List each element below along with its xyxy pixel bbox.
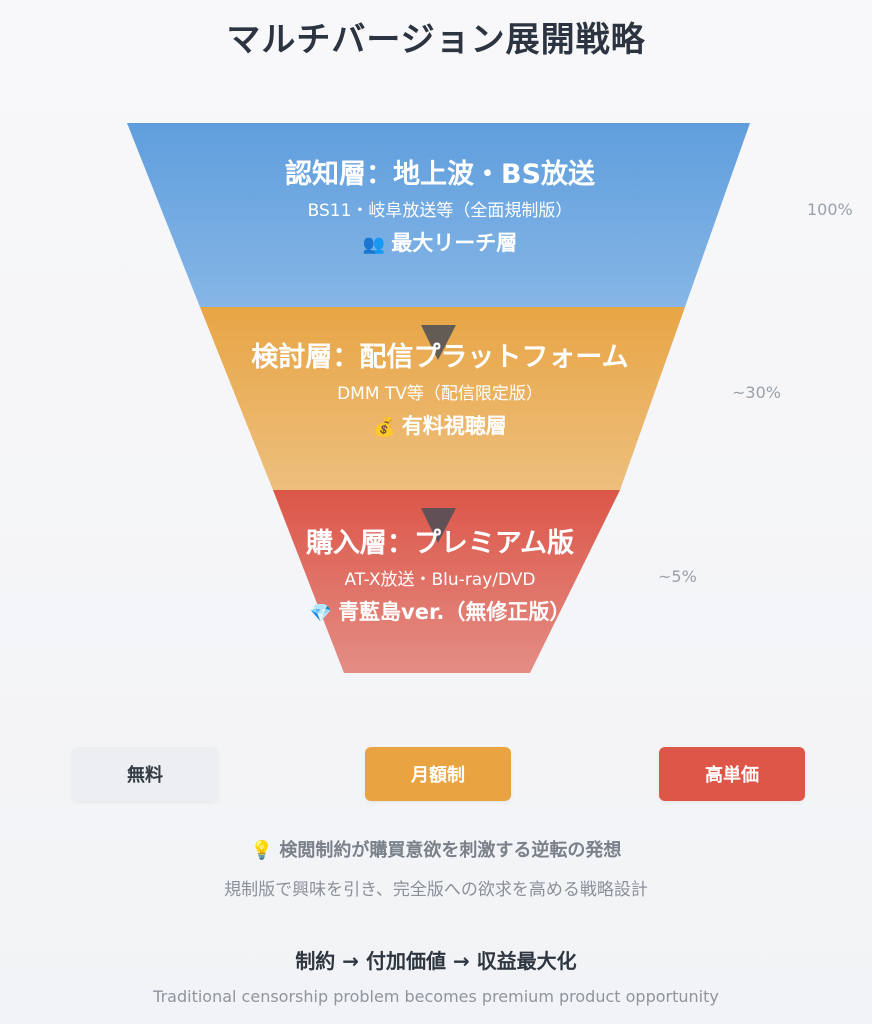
awareness-layer-title: 認知層：地上波・BS放送: [284, 159, 596, 190]
purchase-layer: 購入層：プレミアム版 AT-X放送・Blu-ray/DVD 💎青藍島ver.（無…: [140, 527, 740, 629]
awareness-layer-role: 👥最大リーチ層: [140, 228, 740, 260]
insight-title: 検閲制約が購買意欲を刺激する逆転の発想: [279, 840, 622, 861]
insight-heading: 💡 検閲制約が購買意欲を刺激する逆転の発想: [0, 836, 872, 862]
purchase-layer-role-label: 青藍島ver.（無修正版）: [338, 600, 571, 624]
gem-icon: 💎: [309, 603, 333, 624]
consideration-percent: ~30%: [732, 383, 781, 402]
purchase-layer-subtitle: AT-X放送・Blu-ray/DVD: [344, 570, 536, 590]
purchase-layer-title: 購入層：プレミアム版: [305, 528, 575, 559]
consideration-layer-role-label: 有料視聴層: [401, 414, 507, 438]
down-arrow-icon: [421, 325, 456, 360]
awareness-layer-subtitle: BS11・岐阜放送等（全面規制版）: [307, 201, 573, 221]
pricing-premium-badge: 高単価: [659, 747, 805, 801]
strategy-formula: 制約 → 付加価値 → 収益最大化: [295, 949, 577, 973]
down-arrow-icon: [421, 508, 456, 543]
purchase-layer-role: 💎青藍島ver.（無修正版）: [140, 597, 740, 629]
consideration-layer-title: 検討層：配信プラットフォーム: [251, 342, 629, 373]
funnel-diagram: [127, 123, 750, 673]
awareness-layer-role-label: 最大リーチ層: [391, 231, 518, 255]
purchase-layer-shape: [273, 490, 620, 673]
lightbulb-icon: 💡: [250, 840, 274, 861]
pricing-monthly-badge: 月額制: [365, 747, 511, 801]
awareness-layer-shape: [127, 123, 750, 307]
money-bag-icon: 💰: [373, 417, 396, 438]
footer-caption: Traditional censorship problem becomes p…: [153, 987, 719, 1006]
consideration-layer-shape: [200, 307, 685, 490]
consideration-layer-role: 💰有料視聴層: [140, 411, 740, 443]
consideration-layer: 検討層：配信プラットフォーム DMM TV等（配信限定版） 💰有料視聴層: [140, 341, 740, 443]
purchase-percent: ~5%: [658, 567, 697, 586]
page-title: マルチバージョン展開戦略: [226, 20, 646, 60]
people-icon: 👥: [362, 234, 386, 255]
awareness-layer: 認知層：地上波・BS放送 BS11・岐阜放送等（全面規制版） 👥最大リーチ層: [140, 158, 740, 260]
insight-subtitle: 規制版で興味を引き、完全版への欲求を高める戦略設計: [224, 880, 648, 900]
consideration-layer-subtitle: DMM TV等（配信限定版）: [337, 384, 543, 404]
pricing-free-badge: 無料: [72, 747, 218, 801]
awareness-percent: 100%: [807, 200, 853, 219]
